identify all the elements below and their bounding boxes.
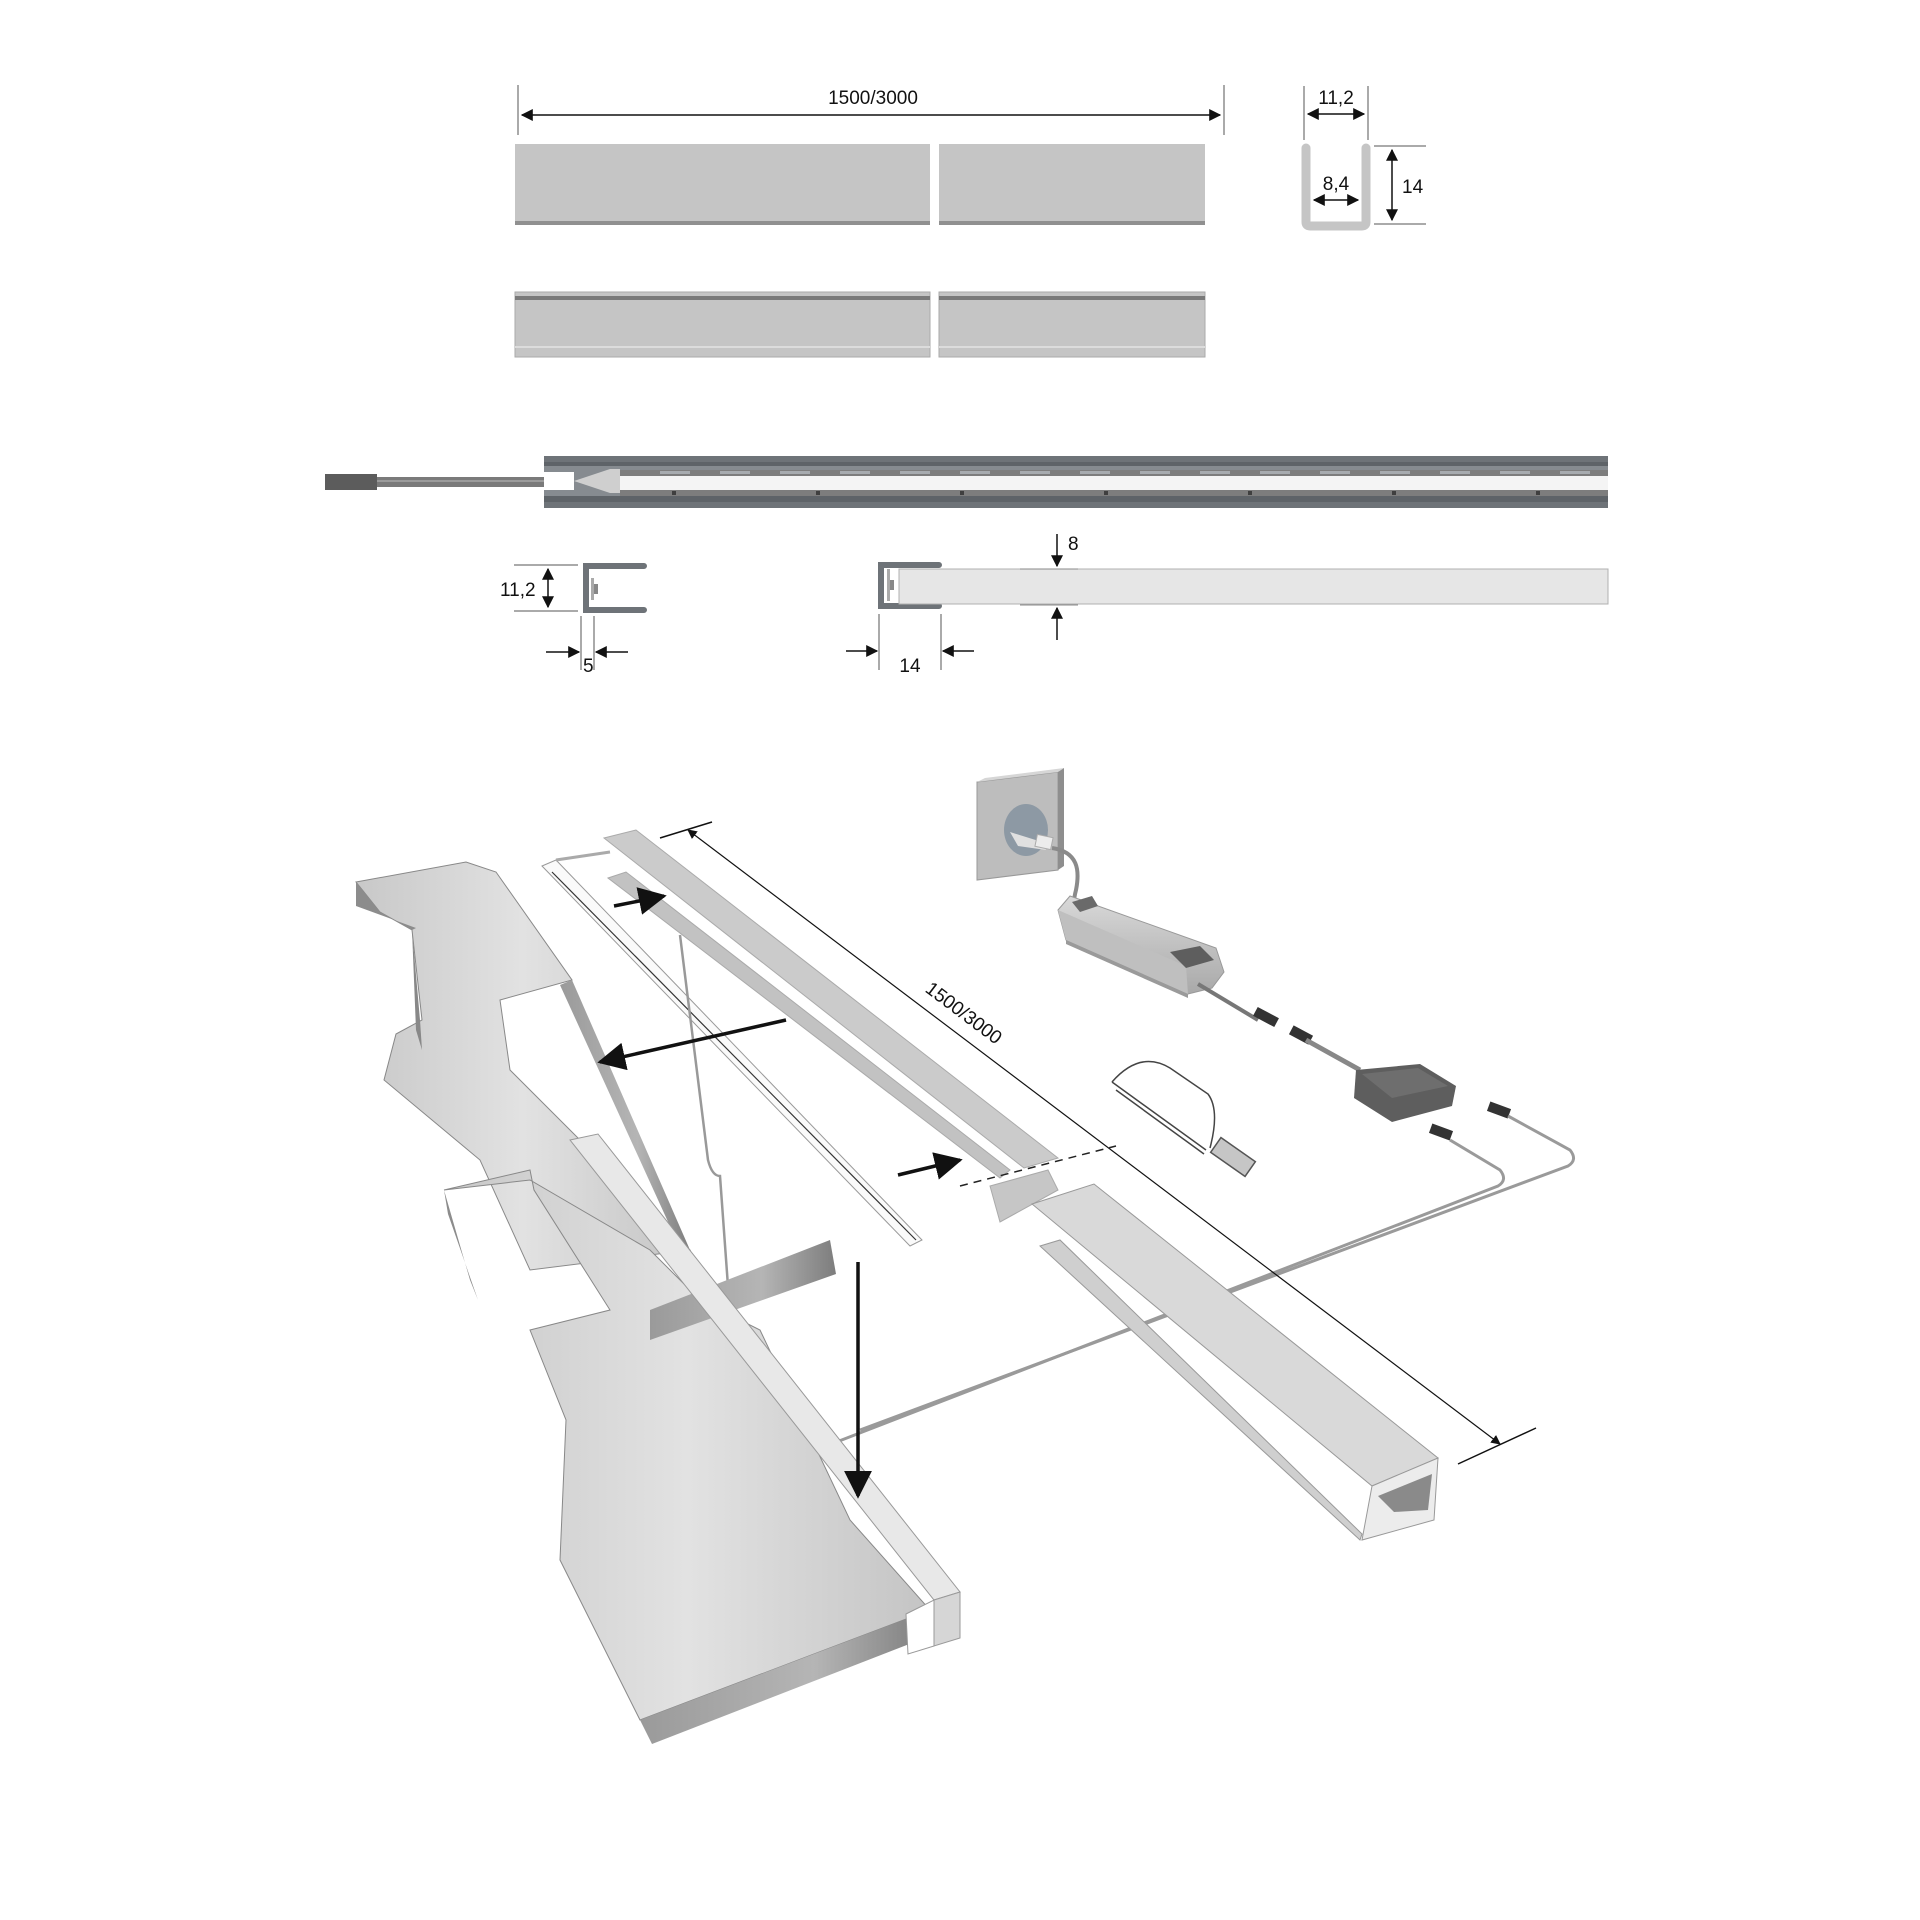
top-length-dimension: 1500/3000 — [517, 85, 1225, 135]
height-label: 14 — [1402, 177, 1424, 198]
glass-panel-section — [898, 568, 1609, 605]
glass-thickness-label: 8 — [1068, 534, 1079, 555]
inner-width-label: 8,4 — [1323, 174, 1350, 195]
profile-u-channel — [1030, 1183, 1439, 1541]
left-height-label: 11,2 — [500, 580, 536, 601]
led-strip-rod — [541, 850, 923, 1247]
top-length-label: 1500/3000 — [828, 88, 918, 109]
right-width-label: 14 — [899, 656, 921, 677]
side-section-right: 8 14 — [846, 534, 1609, 677]
wall-socket-icon — [976, 768, 1064, 881]
plug-connector-icon — [325, 474, 377, 490]
assembly-arrows — [597, 887, 963, 1499]
side-section-left: 11,2 5 — [500, 563, 647, 677]
hacksaw-icon — [1111, 1060, 1257, 1178]
led-strip-assembly — [325, 456, 1608, 508]
glass-shelf-lower — [443, 1169, 931, 1744]
profile-cover-top — [602, 829, 1117, 1223]
led-strip — [620, 476, 1608, 490]
profile-front-view — [515, 144, 1205, 225]
cross-section-u-profile: 11,2 8,4 14 — [1301, 86, 1426, 231]
profile-top-view — [514, 291, 1206, 358]
left-depth-label: 5 — [583, 656, 594, 677]
plug-connector-icon — [1253, 1006, 1314, 1045]
outer-width-label: 11,2 — [1318, 88, 1354, 109]
distributor-box-icon — [1354, 1064, 1456, 1122]
led-cable — [678, 934, 742, 1453]
